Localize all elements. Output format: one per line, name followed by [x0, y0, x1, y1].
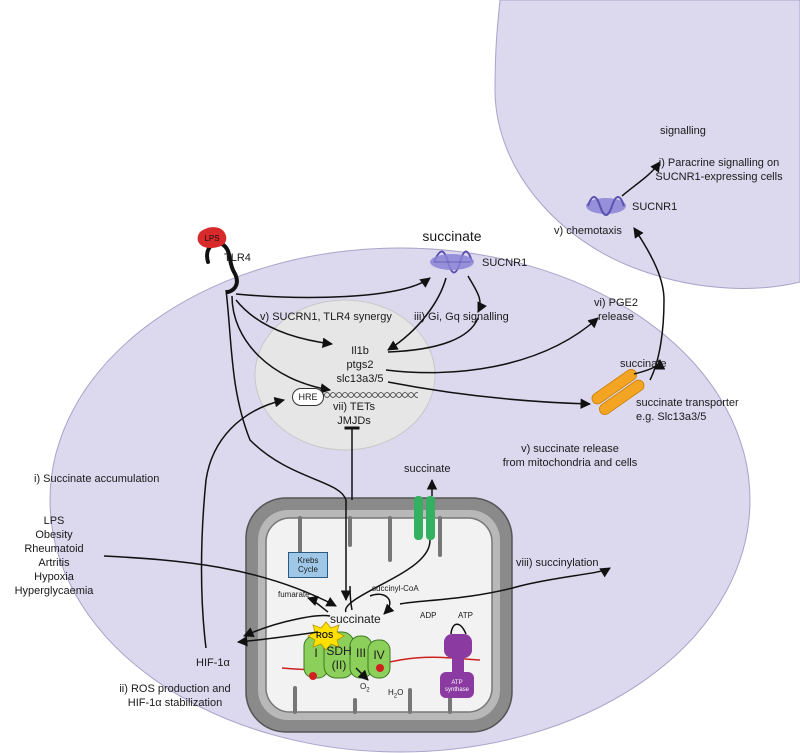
ros-production-label: ii) ROS production and HIF-1α stabilizat… — [119, 683, 231, 709]
succinyl-coa-label: succinyl-CoA — [372, 584, 419, 593]
ros-burst — [307, 621, 345, 651]
h2o-label: H2O — [388, 688, 403, 701]
sucnr1-receptor-macrophage — [430, 250, 474, 274]
complex-ii-label: (II) — [331, 658, 347, 672]
pge2-release-label: vi) PGE2 release — [593, 297, 638, 323]
sucnr1-target-label: SUCNR1 — [632, 201, 678, 213]
dna-helix — [318, 390, 418, 402]
h2o-h: H — [388, 688, 394, 697]
gene-targets-label: Il1b ptgs2 slc13a3/5 — [336, 345, 384, 385]
mitochondrial-channel — [414, 496, 435, 540]
paracrine-signalling-label: i) Paracrine signalling on SUCNR1-expres… — [655, 157, 783, 183]
adp-label: ADP — [420, 611, 437, 620]
tets-jmjds-label: vii) TETs JMJDs — [333, 401, 375, 427]
krebs-cycle-box: Krebs Cycle — [288, 552, 328, 578]
transporter-label: succinate transporter e.g. Slc13a3/5 — [636, 397, 739, 423]
lps-label: LPS — [204, 234, 220, 243]
chemotaxis-label: v) chemotaxis — [554, 225, 622, 237]
succinate-transported-label: succinate — [620, 358, 667, 370]
sucnr1-receptor-target — [586, 196, 626, 216]
tlr4-label: TLR4 — [224, 252, 251, 264]
synergy-label: v) SUCRN1, TLR4 synergy — [260, 311, 392, 323]
h2o-subscript: 2 — [393, 693, 398, 700]
sdh-label: SDH — [326, 644, 352, 658]
complex-i-label: I — [314, 646, 318, 660]
succinylation-label: viii) succinylation — [516, 557, 599, 569]
ros-label: ROS — [316, 631, 334, 640]
h2o-o: O — [397, 688, 404, 697]
succinate-extracellular-label: succinate — [422, 228, 482, 244]
o2-subscript: 2 — [366, 687, 370, 694]
gi-gq-signalling-label: iii) Gi, Gq signalling — [414, 311, 509, 323]
lps-molecule — [197, 227, 227, 248]
succinate-accumulation-label: i) Succinate accumulation — [34, 473, 160, 485]
target-cell — [494, 0, 800, 289]
complex-iv-label: IV — [373, 648, 385, 662]
complex-iii-label: III — [355, 646, 366, 660]
succinate-cytosol-label: succinate — [404, 463, 451, 475]
signalling-label: signalling — [660, 125, 706, 137]
hre-element: HRE — [292, 388, 324, 406]
succinate-mito-label: succinate — [330, 612, 381, 626]
atp-label: ATP — [458, 611, 473, 620]
conditions-list: LPS Obesity Rheumatoid Artritis Hypoxia … — [14, 515, 94, 597]
electron-transport-complexes — [303, 631, 391, 680]
fumarate-label: fumarate — [278, 590, 310, 599]
sucnr1-macrophage-label: SUCNR1 — [482, 257, 528, 269]
pathway-arrows — [103, 161, 666, 681]
krebs-cycle-label: Krebs Cycle — [297, 556, 319, 574]
succinate-transporter — [591, 369, 645, 415]
succinate-release-label: v) succinate release from mitochondria a… — [502, 443, 638, 469]
hif-label: HIF-1α — [196, 657, 230, 669]
atp-synthase — [440, 634, 474, 698]
o2-label: O2 — [360, 682, 370, 695]
atp-synthase-label: ATP synthase — [444, 680, 469, 693]
o2-symbol: O — [360, 682, 367, 691]
